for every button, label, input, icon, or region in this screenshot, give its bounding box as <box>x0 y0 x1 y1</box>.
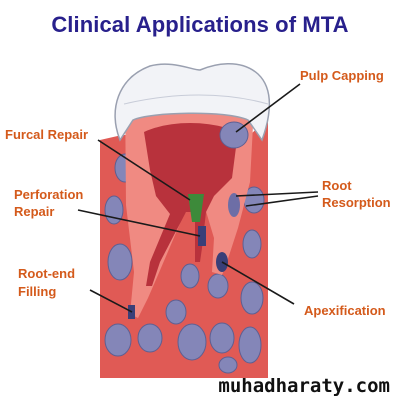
label-perforation-repair-line1: Perforation <box>14 187 84 202</box>
label-root-end-line1: Root-end <box>18 266 76 281</box>
label-furcal-repair: Furcal Repair <box>5 127 89 142</box>
root-resorption-line-2 <box>245 195 319 207</box>
bone-lacunae <box>104 153 265 374</box>
root-end-filling-line <box>89 289 133 313</box>
root-resorption-site <box>228 193 240 217</box>
diagram-title: Clinical Applications of MTA <box>51 12 349 37</box>
enamel-crown <box>114 63 271 142</box>
perforation-repair-line <box>77 209 201 237</box>
label-apexification: Apexification <box>304 303 386 318</box>
apexification-line <box>221 261 295 305</box>
label-root-resorption-line1: Root <box>322 178 352 193</box>
label-pulp-capping: Pulp Capping <box>300 68 384 83</box>
watermark: muhadharaty.com <box>218 375 390 397</box>
perforation-repair-site <box>198 226 206 246</box>
label-perforation-repair-line2: Repair <box>14 204 55 219</box>
furcal-repair-site <box>188 194 204 222</box>
label-root-end-line2: Filling <box>18 284 57 299</box>
furcal-repair-line <box>97 139 191 201</box>
leader-lines <box>77 83 319 313</box>
label-root-resorption-line2: Resorption <box>322 195 391 210</box>
root-resorption-line-1 <box>235 191 319 197</box>
pulp-capping-line <box>235 83 301 133</box>
